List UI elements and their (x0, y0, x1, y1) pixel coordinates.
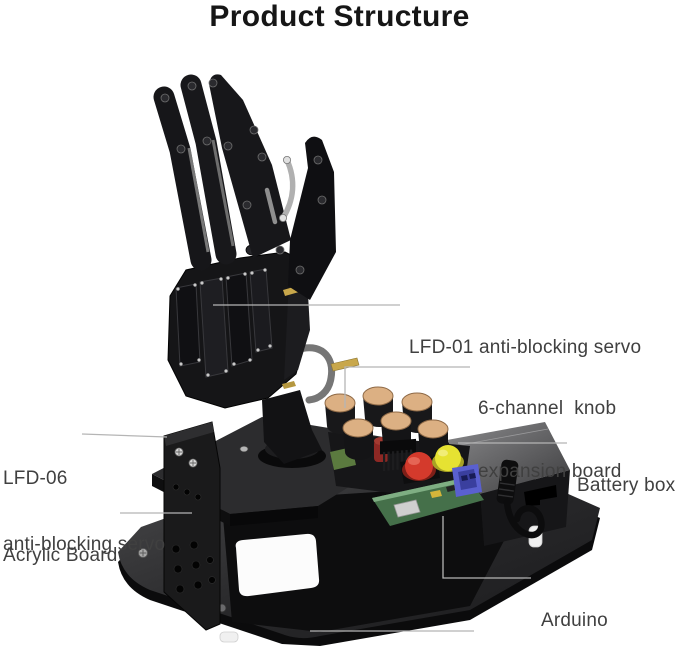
callout-label-bottom-plate: Large bottom plate (484, 621, 646, 646)
palm (167, 244, 310, 409)
robotic-hand (153, 74, 360, 468)
thumb (278, 136, 336, 300)
callout-label-battery-box: Battery box (577, 475, 676, 496)
acrylic-board-plate (163, 421, 221, 631)
callout-lines (81, 304, 567, 632)
cable-guide (293, 344, 336, 404)
frame-cutout (235, 533, 320, 597)
power-cable (496, 459, 545, 539)
callout-label-acrylic-board: Acrylic Board (3, 545, 118, 566)
callout-label-expansion-board: 6-channel knob expansion board (478, 398, 622, 482)
fingers (153, 74, 291, 271)
battery-latch (524, 485, 557, 506)
callout-line-expansion-board (344, 366, 470, 408)
callout-label-lfd06-servo: LFD-06 anti-blocking servo (3, 468, 166, 555)
acrylic-screw (174, 447, 198, 468)
joint-screws (160, 78, 327, 275)
pin-header (380, 438, 416, 471)
red-button (400, 452, 440, 484)
page-title: Product Structure (209, 0, 470, 33)
callout-line-lfd06 (81, 433, 168, 438)
brass-standoff (330, 357, 360, 372)
callout-label-lfd01-servo: LFD-01 anti-blocking servo (409, 337, 642, 358)
callout-line-arduino (442, 516, 531, 579)
blue-terminal (452, 464, 482, 497)
lfd06-wrist-servo (258, 344, 360, 468)
support-frame (222, 486, 520, 632)
usb-port (393, 499, 421, 518)
yellow-button (432, 445, 464, 472)
callout-label-arduino: Arduino (541, 610, 608, 631)
